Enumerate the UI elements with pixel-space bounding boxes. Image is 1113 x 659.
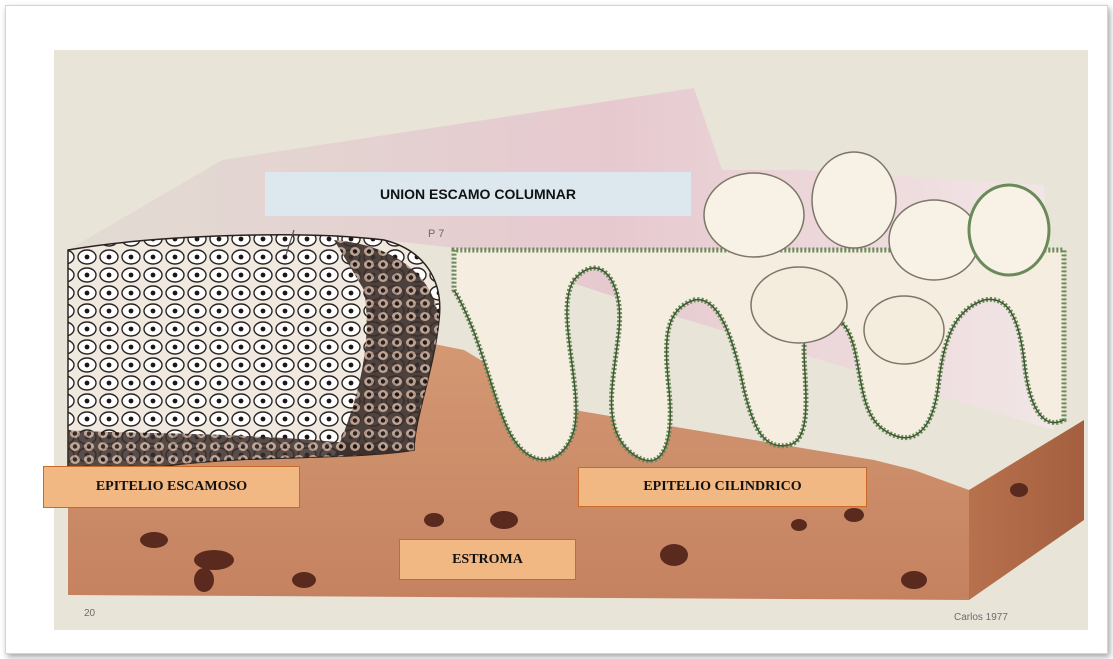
artist-signature: Carlos 1977 bbox=[954, 612, 1008, 623]
figure-frame: 20 Carlos 1977 P 7 UNION ESCAMO COLUMNAR… bbox=[5, 5, 1108, 654]
union-escamo-columnar-label: UNION ESCAMO COLUMNAR bbox=[265, 172, 691, 216]
epitelio-cilindrico-label: EPITELIO CILINDRICO bbox=[578, 467, 867, 507]
marker-label: P 7 bbox=[428, 228, 444, 240]
page-number: 20 bbox=[84, 608, 95, 619]
estroma-label: ESTROMA bbox=[399, 539, 576, 580]
epitelio-escamoso-label: EPITELIO ESCAMOSO bbox=[43, 466, 300, 508]
